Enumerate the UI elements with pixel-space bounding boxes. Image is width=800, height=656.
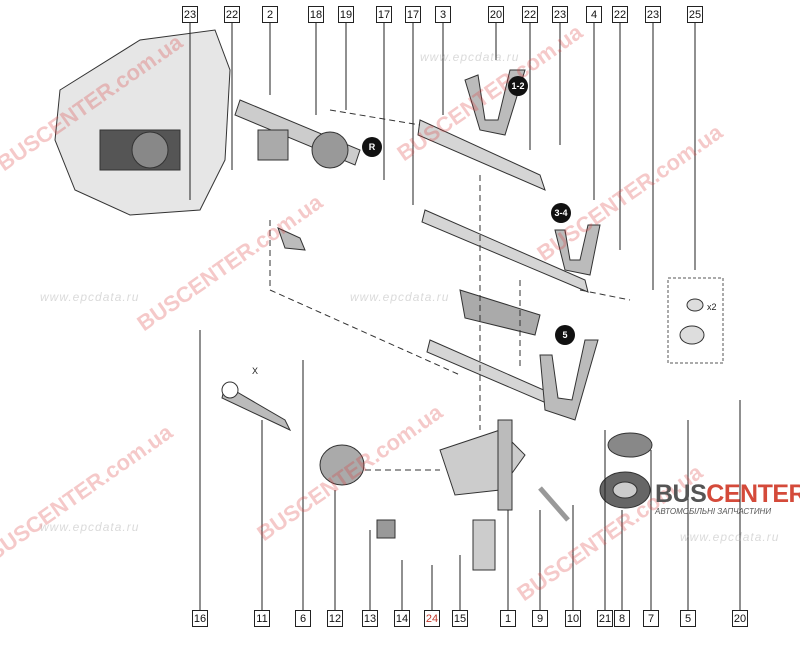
callout-gear-3-4: 3-4 xyxy=(551,203,571,223)
top-part-label: 23 xyxy=(552,6,568,23)
bottom-part-label: 7 xyxy=(643,610,659,627)
top-part-label: 4 xyxy=(586,6,602,23)
watermark-secondary: www.epcdata.ru xyxy=(40,290,140,304)
bottom-part-label: 5 xyxy=(680,610,696,627)
quantity-note: x2 xyxy=(707,302,717,312)
top-part-label: 25 xyxy=(687,6,703,23)
logo-brand-a: BUS xyxy=(655,480,707,508)
assembly-lines xyxy=(269,109,631,471)
kit-box xyxy=(667,277,724,364)
shift-fork-3-4 xyxy=(421,209,601,293)
bottom-part-label: 12 xyxy=(327,610,343,627)
logo-brand-b: CENTER xyxy=(706,480,800,508)
callout-gear-5: 5 xyxy=(555,325,575,345)
watermark-secondary: www.epcdata.ru xyxy=(350,290,450,304)
bottom-part-label: 1 xyxy=(500,610,516,627)
top-part-label: 22 xyxy=(224,6,240,23)
top-part-label: 23 xyxy=(182,6,198,23)
bottom-part-label: 14 xyxy=(394,610,410,627)
bottom-part-label: 6 xyxy=(295,610,311,627)
top-part-label: 19 xyxy=(338,6,354,23)
bottom-part-label: 21 xyxy=(597,610,613,627)
top-part-label: 17 xyxy=(405,6,421,23)
callout-reverse: R xyxy=(362,137,382,157)
bottom-part-label: 15 xyxy=(452,610,468,627)
callout-gear-1-2: 1-2 xyxy=(508,76,528,96)
buscenter-logo: BUSCENTER АВТОМОБІЛЬНІ ЗАПЧАСТИНИ xyxy=(655,480,800,516)
watermark-secondary: www.epcdata.ru xyxy=(680,530,780,544)
bottom-part-label: 24 xyxy=(424,610,440,627)
top-part-label: 18 xyxy=(308,6,324,23)
top-part-label: 22 xyxy=(612,6,628,23)
bottom-part-label: 16 xyxy=(192,610,208,627)
bottom-part-label: 13 xyxy=(362,610,378,627)
top-part-label: 2 xyxy=(262,6,278,23)
top-part-label: 17 xyxy=(376,6,392,23)
bottom-part-label: 9 xyxy=(532,610,548,627)
dimension-note: X xyxy=(252,366,259,376)
bottom-part-label: 8 xyxy=(614,610,630,627)
watermark-secondary: www.epcdata.ru xyxy=(40,520,140,534)
top-part-label: 3 xyxy=(435,6,451,23)
gearbox-housing xyxy=(54,29,231,216)
top-part-label: 20 xyxy=(488,6,504,23)
small-parts xyxy=(221,227,705,571)
top-part-label: 23 xyxy=(645,6,661,23)
selector-shaft xyxy=(234,99,361,169)
logo-subtitle: АВТОМОБІЛЬНІ ЗАПЧАСТИНИ xyxy=(655,507,772,516)
top-part-label: 22 xyxy=(522,6,538,23)
selector-lever xyxy=(439,419,526,511)
watermark-secondary: www.epcdata.ru xyxy=(420,50,520,64)
bottom-part-label: 20 xyxy=(732,610,748,627)
shift-fork-5 xyxy=(426,289,599,421)
bottom-part-label: 11 xyxy=(254,610,270,627)
bottom-part-label: 10 xyxy=(565,610,581,627)
